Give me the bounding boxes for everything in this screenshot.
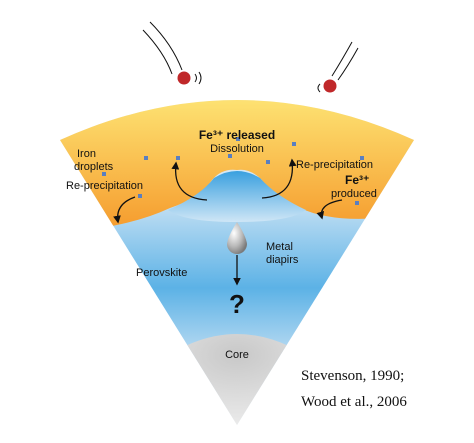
dissolution-label: Dissolution bbox=[210, 143, 264, 155]
fe-produced-ion-label: Fe³⁺ bbox=[345, 173, 369, 187]
iron-droplets-label-line1: Iron bbox=[77, 148, 96, 160]
fe-produced-label: produced bbox=[331, 188, 377, 200]
re-precipitation-left-arrow bbox=[113, 196, 136, 224]
impactor-left bbox=[142, 21, 202, 85]
citation-line-1: Stevenson, 1990; bbox=[301, 368, 405, 384]
dissolution-left-arrow bbox=[171, 161, 208, 201]
upwelling-dome bbox=[168, 171, 306, 222]
impactor-right bbox=[317, 41, 359, 93]
impact-wave-icon bbox=[194, 71, 202, 85]
iron-droplets-label-line2: droplets bbox=[74, 161, 114, 173]
impactor-trail-icon bbox=[142, 21, 183, 75]
flow-arrows bbox=[113, 158, 343, 286]
impactor-icon bbox=[177, 71, 191, 85]
impact-wave-icon bbox=[317, 83, 321, 93]
impactor-icon bbox=[323, 79, 337, 93]
iron-droplets bbox=[102, 137, 364, 205]
impactor-trail-icon bbox=[331, 41, 359, 81]
metal-diapirs-label-line1: Metal bbox=[266, 241, 293, 253]
core-label: Core bbox=[225, 349, 249, 361]
re-precipitation-right-label: Re-precipitation bbox=[296, 159, 373, 171]
perovskite-label: Perovskite bbox=[136, 267, 187, 279]
metal-diapirs-label-line2: diapirs bbox=[266, 254, 299, 266]
metal-diapir-drop bbox=[227, 222, 247, 254]
fe-released-label: Fe³⁺ released bbox=[199, 128, 275, 142]
citation-line-2: Wood et al., 2006 bbox=[301, 394, 407, 410]
question-mark: ? bbox=[229, 289, 245, 319]
dissolution-right-arrow bbox=[261, 158, 297, 199]
re-precipitation-right-arrow bbox=[316, 199, 343, 220]
re-precipitation-left-label: Re-precipitation bbox=[66, 180, 143, 192]
